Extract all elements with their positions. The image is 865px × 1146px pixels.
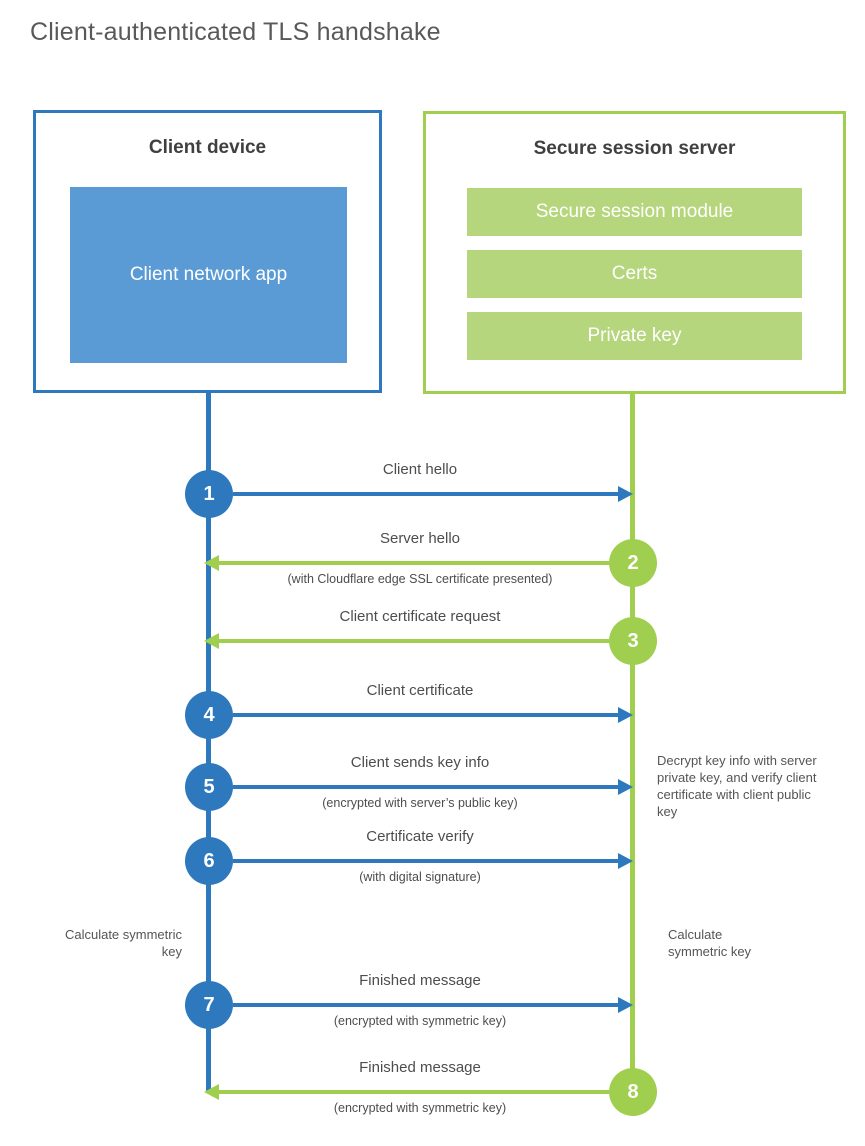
msg1-step-circle: 1 bbox=[185, 470, 233, 518]
msg3-label: Client certificate request bbox=[339, 608, 501, 625]
msg4-label: Client certificate bbox=[366, 682, 474, 699]
msg2-arrowhead-icon bbox=[204, 555, 219, 571]
msg2-step-circle: 2 bbox=[609, 539, 657, 587]
client-box-title: Client device bbox=[148, 137, 267, 158]
msg8-sublabel: (encrypted with symmetric key) bbox=[333, 1101, 507, 1115]
msg6-step-circle: 6 bbox=[185, 837, 233, 885]
msg3-arrow-line bbox=[218, 639, 609, 643]
msg8-label: Finished message bbox=[359, 1059, 481, 1076]
msg8-arrow-line bbox=[218, 1090, 609, 1094]
msg7-arrow-line bbox=[233, 1003, 618, 1007]
msg2-arrow-line bbox=[218, 561, 609, 565]
msg3-step-circle: 3 bbox=[609, 617, 657, 665]
calc-symmetric-key-note-client: Calculate symmetric key bbox=[64, 927, 182, 959]
page-title: Client-authenticated TLS handshake bbox=[30, 18, 441, 46]
msg5-arrowhead-icon bbox=[618, 779, 633, 795]
msg1-arrow-line bbox=[233, 492, 618, 496]
msg4-arrow-line bbox=[233, 713, 618, 717]
msg8-step-circle: 8 bbox=[609, 1068, 657, 1116]
server-module-certs: Certs bbox=[467, 250, 802, 298]
msg1-arrowhead-icon bbox=[618, 486, 633, 502]
msg6-arrowhead-icon bbox=[618, 853, 633, 869]
msg6-arrow-line bbox=[233, 859, 618, 863]
msg3-arrowhead-icon bbox=[204, 633, 219, 649]
msg6-label: Certificate verify bbox=[366, 828, 474, 845]
msg5-label: Client sends key info bbox=[350, 754, 490, 771]
server-module-secure-session: Secure session module bbox=[467, 188, 802, 236]
msg5-step-circle: 5 bbox=[185, 763, 233, 811]
msg6-sublabel: (with digital signature) bbox=[359, 870, 481, 884]
msg7-label: Finished message bbox=[359, 972, 481, 989]
client-network-app-box: Client network app bbox=[70, 187, 347, 363]
msg8-arrowhead-icon bbox=[204, 1084, 219, 1100]
decrypt-note: Decrypt key info with server private key… bbox=[657, 753, 817, 819]
msg7-step-circle: 7 bbox=[185, 981, 233, 1029]
msg7-sublabel: (encrypted with symmetric key) bbox=[333, 1014, 507, 1028]
server-module-private-key: Private key bbox=[467, 312, 802, 360]
msg5-arrow-line bbox=[233, 785, 618, 789]
msg2-label: Server hello bbox=[379, 530, 461, 547]
msg2-sublabel: (with Cloudflare edge SSL certificate pr… bbox=[287, 572, 553, 586]
msg4-step-circle: 4 bbox=[185, 691, 233, 739]
server-lifeline bbox=[630, 394, 635, 1070]
client-lifeline bbox=[206, 393, 211, 1092]
msg1-label: Client hello bbox=[382, 461, 458, 478]
msg7-arrowhead-icon bbox=[618, 997, 633, 1013]
calc-symmetric-key-note-server: Calculate symmetric key bbox=[668, 927, 752, 959]
server-box-title: Secure session server bbox=[533, 138, 736, 159]
msg4-arrowhead-icon bbox=[618, 707, 633, 723]
msg5-sublabel: (encrypted with server’s public key) bbox=[322, 796, 518, 810]
